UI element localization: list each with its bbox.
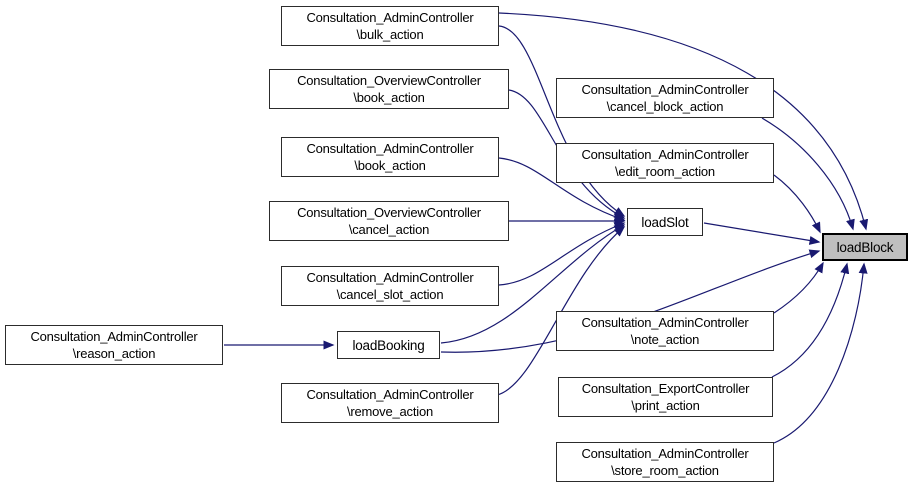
edge-remove_action-to-loadSlot: [496, 226, 626, 396]
node-cancel-block-action[interactable]: Consultation_AdminController \cancel_blo…: [556, 78, 774, 118]
node-reason-action[interactable]: Consultation_AdminController \reason_act…: [5, 325, 223, 365]
edge-bulk_action-to-loadBlock: [498, 12, 869, 231]
node-bulk-action[interactable]: Consultation_AdminController \bulk_actio…: [281, 6, 499, 46]
node-overview-cancel-action[interactable]: Consultation_OverviewController \cancel_…: [269, 201, 509, 241]
edge-bulk_action-to-loadSlot: [498, 25, 626, 217]
node-print-action[interactable]: Consultation_ExportController \print_act…: [558, 377, 773, 417]
edge-overview_book_action-to-loadSlot: [508, 89, 626, 219]
node-store-room-action[interactable]: Consultation_AdminController \store_room…: [556, 442, 774, 482]
edge-admin_book_action-to-loadSlot: [498, 157, 626, 222]
edge-note_action-to-loadBlock: [773, 261, 824, 314]
edge-cancel_slot_action-to-loadSlot: [498, 222, 626, 286]
edge-cancel_block_action-to-loadBlock: [761, 117, 855, 231]
edge-store_room_action-to-loadBlock: [773, 262, 868, 444]
node-remove-action[interactable]: Consultation_AdminController \remove_act…: [281, 383, 499, 423]
node-edit-room-action[interactable]: Consultation_AdminController \edit_room_…: [556, 143, 774, 183]
node-note-action[interactable]: Consultation_AdminController \note_actio…: [556, 311, 774, 351]
edge-loadSlot-to-loadBlock: [703, 222, 821, 245]
node-loadbooking[interactable]: loadBooking: [337, 331, 440, 359]
node-admin-book-action[interactable]: Consultation_AdminController \book_actio…: [281, 137, 499, 177]
node-loadblock[interactable]: loadBlock: [822, 233, 908, 261]
node-cancel-slot-action[interactable]: Consultation_AdminController \cancel_slo…: [281, 266, 499, 306]
edge-print_action-to-loadBlock: [771, 262, 850, 378]
node-loadslot[interactable]: loadSlot: [627, 208, 703, 236]
edge-loadBooking-to-loadSlot: [440, 224, 626, 344]
edge-edit_room_action-to-loadBlock: [773, 174, 821, 234]
node-overview-book-action[interactable]: Consultation_OverviewController \book_ac…: [269, 69, 509, 109]
